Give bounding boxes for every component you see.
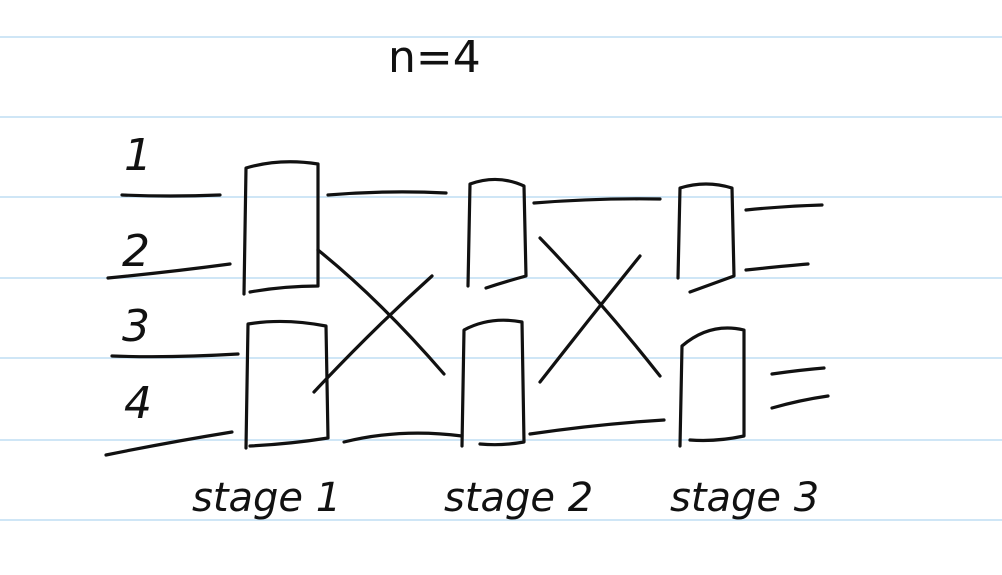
output-wire-2	[744, 262, 810, 272]
input-wire-1	[120, 193, 222, 198]
stage3-switch-top	[676, 182, 736, 294]
wire-label-1: 1	[124, 130, 152, 181]
stage1-switch-bottom	[244, 319, 330, 450]
output-wire-4	[770, 394, 830, 410]
link-s1-s2-cross-up	[312, 274, 434, 394]
wire-label-4: 4	[124, 378, 152, 429]
link-s2-s3-straight-top	[532, 197, 662, 205]
input-wire-2	[106, 262, 232, 280]
output-wire-1	[744, 203, 824, 212]
stage3-switch-bottom	[678, 326, 746, 448]
wire-label-3: 3	[122, 301, 150, 352]
diagram-title: n=4	[388, 32, 481, 83]
link-s1-s2-straight-bottom	[342, 431, 464, 444]
stage1-switch-top	[242, 160, 320, 296]
wire-label-2: 2	[122, 226, 150, 277]
link-s2-s3-straight-bottom	[528, 418, 666, 436]
output-wire-3	[770, 366, 826, 376]
input-wire-4	[104, 430, 234, 457]
input-wire-3	[110, 352, 240, 359]
link-s1-s2-straight-top	[326, 190, 448, 197]
link-s1-s2-cross-down	[316, 248, 446, 376]
stage2-switch-top	[466, 177, 528, 290]
stage2-switch-bottom	[460, 318, 526, 448]
link-s2-s3-cross-up	[538, 254, 642, 384]
stage-label-2: stage 2	[444, 475, 594, 521]
stage-label-3: stage 3	[670, 475, 820, 521]
stage-label-1: stage 1	[192, 475, 342, 521]
